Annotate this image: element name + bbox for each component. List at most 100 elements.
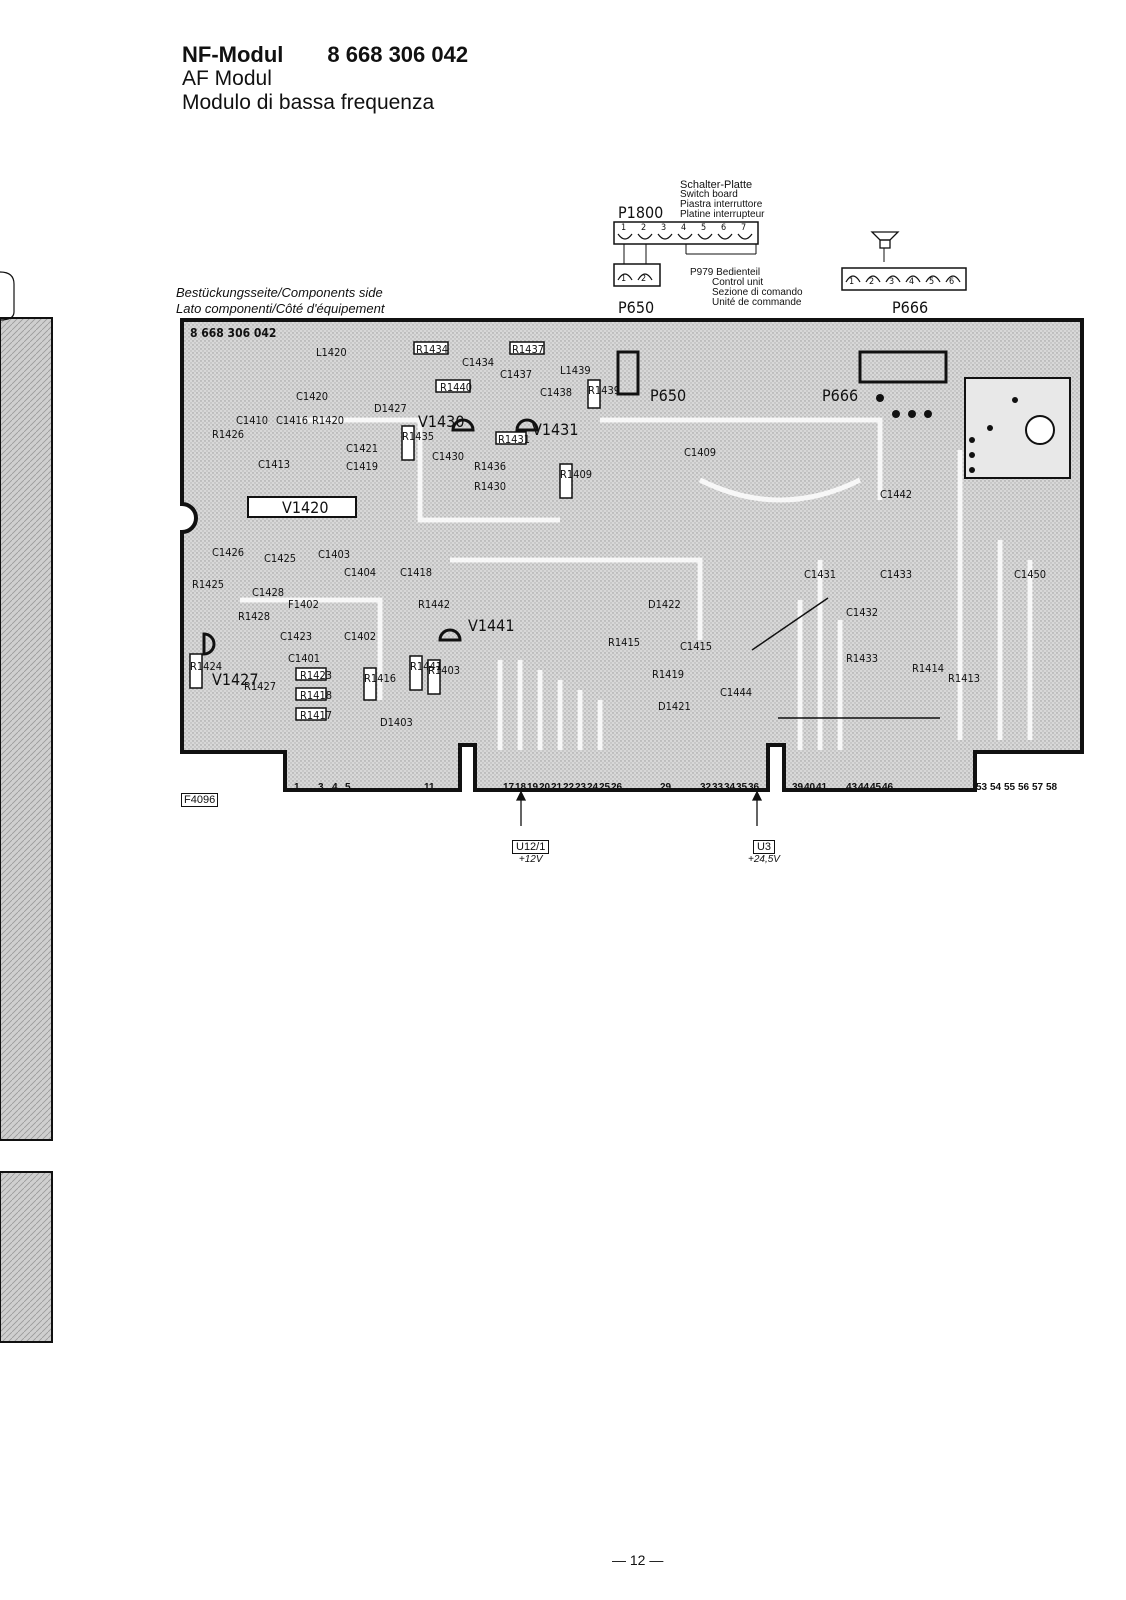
component-c1418: C1418 xyxy=(400,566,433,579)
component-v1431: V1431 xyxy=(532,420,579,439)
p666-pin-5: 5 xyxy=(929,277,935,287)
component-c1428: C1428 xyxy=(252,586,285,599)
component-c1433: C1433 xyxy=(880,568,913,581)
component-c1423: C1423 xyxy=(280,630,313,643)
edge-pin-24: 24 xyxy=(587,782,599,793)
component-f1402: F1402 xyxy=(288,598,319,611)
edge-pin-32: 32 xyxy=(700,782,712,793)
component-c1402: C1402 xyxy=(344,630,377,643)
supply-u3: U3 +24,5V xyxy=(748,840,780,865)
component-r1440: R1440 xyxy=(440,381,473,394)
component-r1428: R1428 xyxy=(238,610,271,623)
edge-pin-4: 4 xyxy=(332,782,338,793)
edge-pin-40: 40 xyxy=(804,782,816,793)
edge-pin-35: 35 xyxy=(736,782,748,793)
component-c1409: C1409 xyxy=(684,446,717,459)
p1800-pin-2: 2 xyxy=(641,223,647,233)
edge-pin-46: 46 xyxy=(882,782,894,793)
edge-pin-20: 20 xyxy=(539,782,551,793)
edge-pin-5: 5 xyxy=(345,782,351,793)
component-r1425: R1425 xyxy=(192,578,225,591)
component-r1433: R1433 xyxy=(846,652,879,665)
p1800-connector xyxy=(613,221,759,255)
ic-v1420 xyxy=(247,496,357,518)
component-c1425: C1425 xyxy=(264,552,297,565)
edge-pin-21: 21 xyxy=(551,782,563,793)
p666-pin-2: 2 xyxy=(869,277,875,287)
edge-pin-18: 18 xyxy=(515,782,527,793)
edge-pin-57: 57 xyxy=(1032,782,1044,793)
component-d1422: D1422 xyxy=(648,598,681,611)
figure-ref: F4096 xyxy=(181,793,219,807)
component-c1421: C1421 xyxy=(346,442,379,455)
pcb-board xyxy=(180,318,1084,792)
p979-line3: Sezione di comando xyxy=(712,287,803,298)
component-r1427: R1427 xyxy=(244,680,277,693)
component-r1414: R1414 xyxy=(912,662,945,675)
edge-pin-33: 33 xyxy=(712,782,724,793)
p979-label: P979 Bedienteil Control unit Sezione di … xyxy=(690,268,803,308)
p979-line2: Control unit xyxy=(712,277,764,288)
component-c1444: C1444 xyxy=(720,686,753,699)
edge-pin-45: 45 xyxy=(870,782,882,793)
component-r1416: R1416 xyxy=(364,672,397,685)
component-r1417: R1417 xyxy=(300,709,333,722)
components-side-line1: Bestückungsseite/Components side xyxy=(176,285,383,300)
switch-board-line2: Switch board xyxy=(680,189,738,200)
component-r1423: R1423 xyxy=(300,669,333,682)
component-c1431: C1431 xyxy=(804,568,837,581)
supply-u12-box: U12/1 xyxy=(512,840,550,854)
p650-pin-1: 1 xyxy=(621,274,627,284)
component-c1404: C1404 xyxy=(344,566,377,579)
p1800-pin-7: 7 xyxy=(741,223,747,233)
component-c1420: C1420 xyxy=(296,390,329,403)
component-r1437: R1437 xyxy=(512,343,545,356)
component-r1424: R1424 xyxy=(190,660,223,673)
p666-pin-3: 3 xyxy=(889,277,895,287)
edge-pin-29: 29 xyxy=(660,782,672,793)
edge-pin-34: 34 xyxy=(724,782,736,793)
component-c1416: C1416 xyxy=(276,414,309,427)
edge-pin-26: 26 xyxy=(611,782,623,793)
component-l1439: L1439 xyxy=(560,364,591,377)
component-v1430: V1430 xyxy=(418,412,465,431)
edge-pin-19: 19 xyxy=(527,782,539,793)
p666-pin-6: 6 xyxy=(949,277,955,287)
component-r1426: R1426 xyxy=(212,428,245,441)
component-v1427: V1427 xyxy=(212,670,259,689)
component-c1434: C1434 xyxy=(462,356,495,369)
edge-pin-39: 39 xyxy=(792,782,804,793)
edge-pin-58: 58 xyxy=(1046,782,1058,793)
p979-line4: Unité de commande xyxy=(712,297,802,308)
component-r1430: R1430 xyxy=(474,480,507,493)
edge-pin-17: 17 xyxy=(503,782,515,793)
supply-lines xyxy=(515,790,763,826)
component-v1420: V1420 xyxy=(282,498,329,517)
component-c1419: C1419 xyxy=(346,460,379,473)
component-r1435: R1435 xyxy=(402,430,435,443)
p1800-pin-4: 4 xyxy=(681,223,687,233)
switch-board-label: Schalter-Platte Switch board Piastra int… xyxy=(680,180,765,220)
p666-connector xyxy=(841,267,967,291)
component-c1415: C1415 xyxy=(680,640,713,653)
module-title-it: Modulo di bassa frequenza xyxy=(182,91,435,115)
edge-pin-53: 53 xyxy=(976,782,988,793)
p650-connector xyxy=(613,244,661,287)
edge-pin-36: 36 xyxy=(748,782,760,793)
edge-pin-44: 44 xyxy=(858,782,870,793)
component-d1427: D1427 xyxy=(374,402,407,415)
speaker-icon xyxy=(870,231,900,262)
edge-pin-22: 22 xyxy=(563,782,575,793)
page-number: — 12 — xyxy=(612,1552,664,1568)
edge-pin-3: 3 xyxy=(318,782,324,793)
component-r1418: R1418 xyxy=(300,689,333,702)
module-title-en: AF Modul xyxy=(182,67,272,91)
component-r1413: R1413 xyxy=(948,672,981,685)
p666-pin-4: 4 xyxy=(909,277,915,287)
module-title: NF-Modul xyxy=(182,42,284,67)
component-p650: P650 xyxy=(650,386,687,405)
supply-u12: U12/1 +12V xyxy=(512,840,550,865)
connector-p666-label: P666 xyxy=(892,298,929,317)
component-l1420: L1420 xyxy=(316,346,347,359)
component-r1419: R1419 xyxy=(652,668,685,681)
